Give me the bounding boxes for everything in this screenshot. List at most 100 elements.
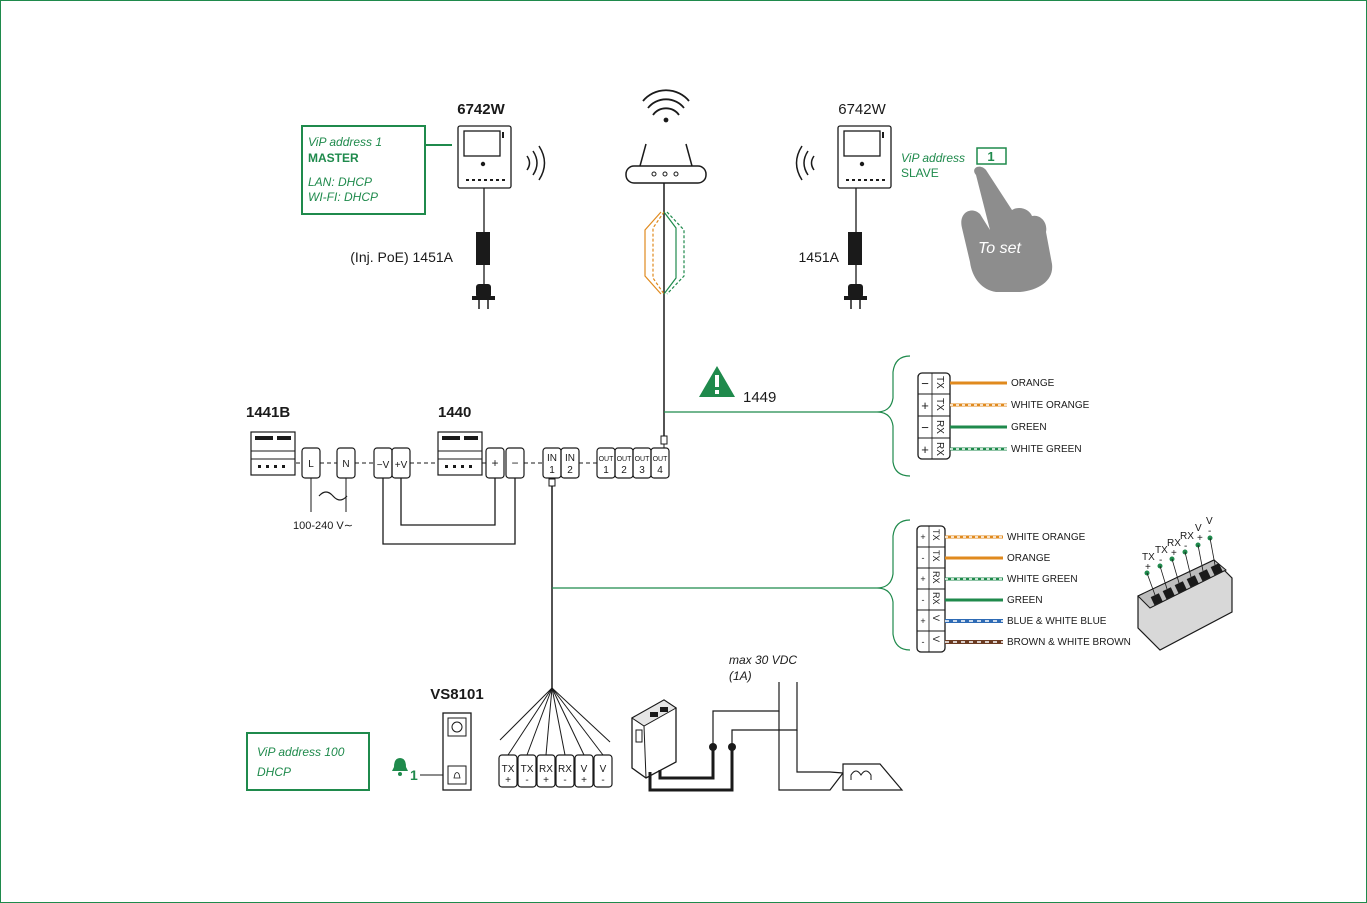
block-label-6-sign: - bbox=[1208, 526, 1211, 537]
door-term-3-sign: + bbox=[543, 775, 549, 786]
upper-sign-3: − bbox=[921, 420, 929, 435]
slave-address-label: ViP address bbox=[901, 151, 965, 165]
psu-1441b-label: 1441B bbox=[246, 404, 290, 421]
slave-model-label: 6742W bbox=[838, 101, 886, 118]
door-term-6-sign: - bbox=[601, 775, 604, 786]
door-info-line-2: DHCP bbox=[257, 765, 291, 779]
bell-label: 1 bbox=[410, 767, 418, 783]
terminal-block-labels: TX + TX - RX + RX - V + V - bbox=[1142, 516, 1213, 573]
door-terminals bbox=[498, 754, 613, 788]
master-info-line-2: MASTER bbox=[308, 151, 359, 165]
switch-out3-top: OUT bbox=[635, 456, 651, 463]
warning-label: 1449 bbox=[743, 389, 776, 406]
slave-address-value: 1 bbox=[987, 149, 994, 164]
upper-brace bbox=[876, 355, 911, 477]
slave-wifi-waves-icon bbox=[795, 145, 815, 181]
slave-address-box[interactable] bbox=[976, 147, 1007, 165]
door-term-1: TX bbox=[502, 764, 515, 775]
lower-wires bbox=[945, 535, 1003, 644]
bell-icon bbox=[392, 758, 408, 776]
switch-out1-top: OUT bbox=[599, 456, 615, 463]
upper-term-2: TX bbox=[934, 398, 945, 411]
psu-1440-terminal-pos: + bbox=[491, 456, 498, 470]
slave-psu-label: 1451A bbox=[799, 249, 840, 265]
router-wifi-icon bbox=[642, 89, 690, 123]
door-term-2: TX bbox=[521, 764, 534, 775]
door-term-4-sign: - bbox=[563, 775, 566, 786]
upper-wire-labels: ORANGE WHITE ORANGE GREEN WHITE GREEN bbox=[1011, 378, 1090, 455]
upper-term-4: RX bbox=[934, 442, 945, 456]
upper-sign-2: + bbox=[921, 398, 929, 413]
block-label-1-sign: + bbox=[1145, 562, 1151, 573]
switch-out4-top: OUT bbox=[653, 456, 669, 463]
slave-plug-icon bbox=[844, 284, 867, 309]
upper-connector-signs: − + − + bbox=[921, 376, 929, 457]
lower-sign-6: - bbox=[922, 637, 925, 647]
lower-sign-5: + bbox=[920, 616, 925, 626]
lower-wire-label-6: BROWN & WHITE BROWN bbox=[1007, 637, 1131, 648]
block-label-5: V bbox=[1195, 523, 1202, 534]
door-term-6: V bbox=[600, 764, 607, 775]
master-model-label: 6742W bbox=[457, 101, 505, 118]
ethernet-pairs-icon bbox=[644, 211, 685, 295]
upper-sign-4: + bbox=[921, 442, 929, 457]
lower-term-2: TX bbox=[931, 550, 941, 562]
upper-connector bbox=[917, 372, 951, 460]
warning-icon bbox=[699, 366, 735, 397]
lower-connector bbox=[916, 525, 946, 653]
master-plug-icon bbox=[472, 284, 495, 309]
switch-out4-num: 4 bbox=[657, 465, 663, 476]
psu-1441b-terminal-n: N bbox=[342, 459, 349, 470]
upper-wire-label-1: ORANGE bbox=[1011, 378, 1055, 389]
lower-term-1: TX bbox=[931, 529, 941, 541]
block-label-4: RX bbox=[1180, 531, 1194, 542]
master-power-injector bbox=[476, 232, 490, 265]
lower-wire-label-1: WHITE ORANGE bbox=[1007, 532, 1086, 543]
master-psu-label: (Inj. PoE) 1451A bbox=[350, 249, 453, 265]
lower-term-3: RX bbox=[931, 571, 941, 584]
switch-in1-top: IN bbox=[547, 453, 557, 464]
switch-in2-top: IN bbox=[565, 453, 575, 464]
block-label-3: RX bbox=[1167, 538, 1181, 549]
master-info-line-4: WI-FI: DHCP bbox=[308, 190, 378, 204]
upper-term-1: TX bbox=[934, 376, 945, 389]
door-term-3: RX bbox=[539, 764, 553, 775]
block-label-3-sign: + bbox=[1171, 548, 1177, 559]
lower-term-5: V bbox=[931, 615, 941, 621]
upper-wire-label-2: WHITE ORANGE bbox=[1011, 400, 1090, 411]
block-label-2-sign: - bbox=[1159, 555, 1162, 566]
relay-module-icon bbox=[631, 699, 677, 779]
door-lock-icon bbox=[842, 763, 904, 791]
lower-sign-2: - bbox=[922, 553, 925, 563]
block-label-4-sign: - bbox=[1184, 541, 1187, 552]
slave-role-label: SLAVE bbox=[901, 166, 939, 180]
door-term-4: RX bbox=[558, 764, 572, 775]
lower-sign-4: - bbox=[922, 595, 925, 605]
psu-1440-module bbox=[437, 431, 483, 476]
master-monitor bbox=[457, 125, 512, 189]
door-fanout-wires bbox=[499, 687, 611, 756]
switch-terminals bbox=[542, 447, 670, 479]
psu-1441b-supply-label: 100-240 V∼ bbox=[293, 520, 353, 532]
lower-term-4: RX bbox=[931, 592, 941, 605]
switch-out2-top: OUT bbox=[617, 456, 633, 463]
block-label-6: V bbox=[1206, 516, 1213, 527]
psu-1441b-terminal-l: L bbox=[308, 459, 314, 470]
switch-out1-num: 1 bbox=[603, 465, 609, 476]
door-info-line-1: ViP address 100 bbox=[257, 745, 345, 759]
door-term-2-sign: - bbox=[525, 775, 528, 786]
door-station-icon bbox=[442, 712, 472, 791]
psu-1441b-terminal-neg: −V bbox=[377, 460, 390, 471]
psu-1441b-module bbox=[250, 431, 296, 476]
lock-supply-line-1: max 30 VDC bbox=[729, 653, 797, 667]
hand-pointer-icon bbox=[961, 166, 1053, 292]
slave-power-supply bbox=[848, 232, 862, 265]
lower-wire-label-5: BLUE & WHITE BLUE bbox=[1007, 616, 1107, 627]
door-station-model: VS8101 bbox=[430, 686, 483, 703]
block-label-5-sign: + bbox=[1197, 533, 1203, 544]
lower-brace bbox=[876, 519, 911, 651]
lock-supply-line-2: (1A) bbox=[729, 669, 752, 683]
upper-wires bbox=[950, 381, 1007, 451]
master-info-box: ViP address 1 MASTER LAN: DHCP WI-FI: DH… bbox=[301, 125, 452, 215]
